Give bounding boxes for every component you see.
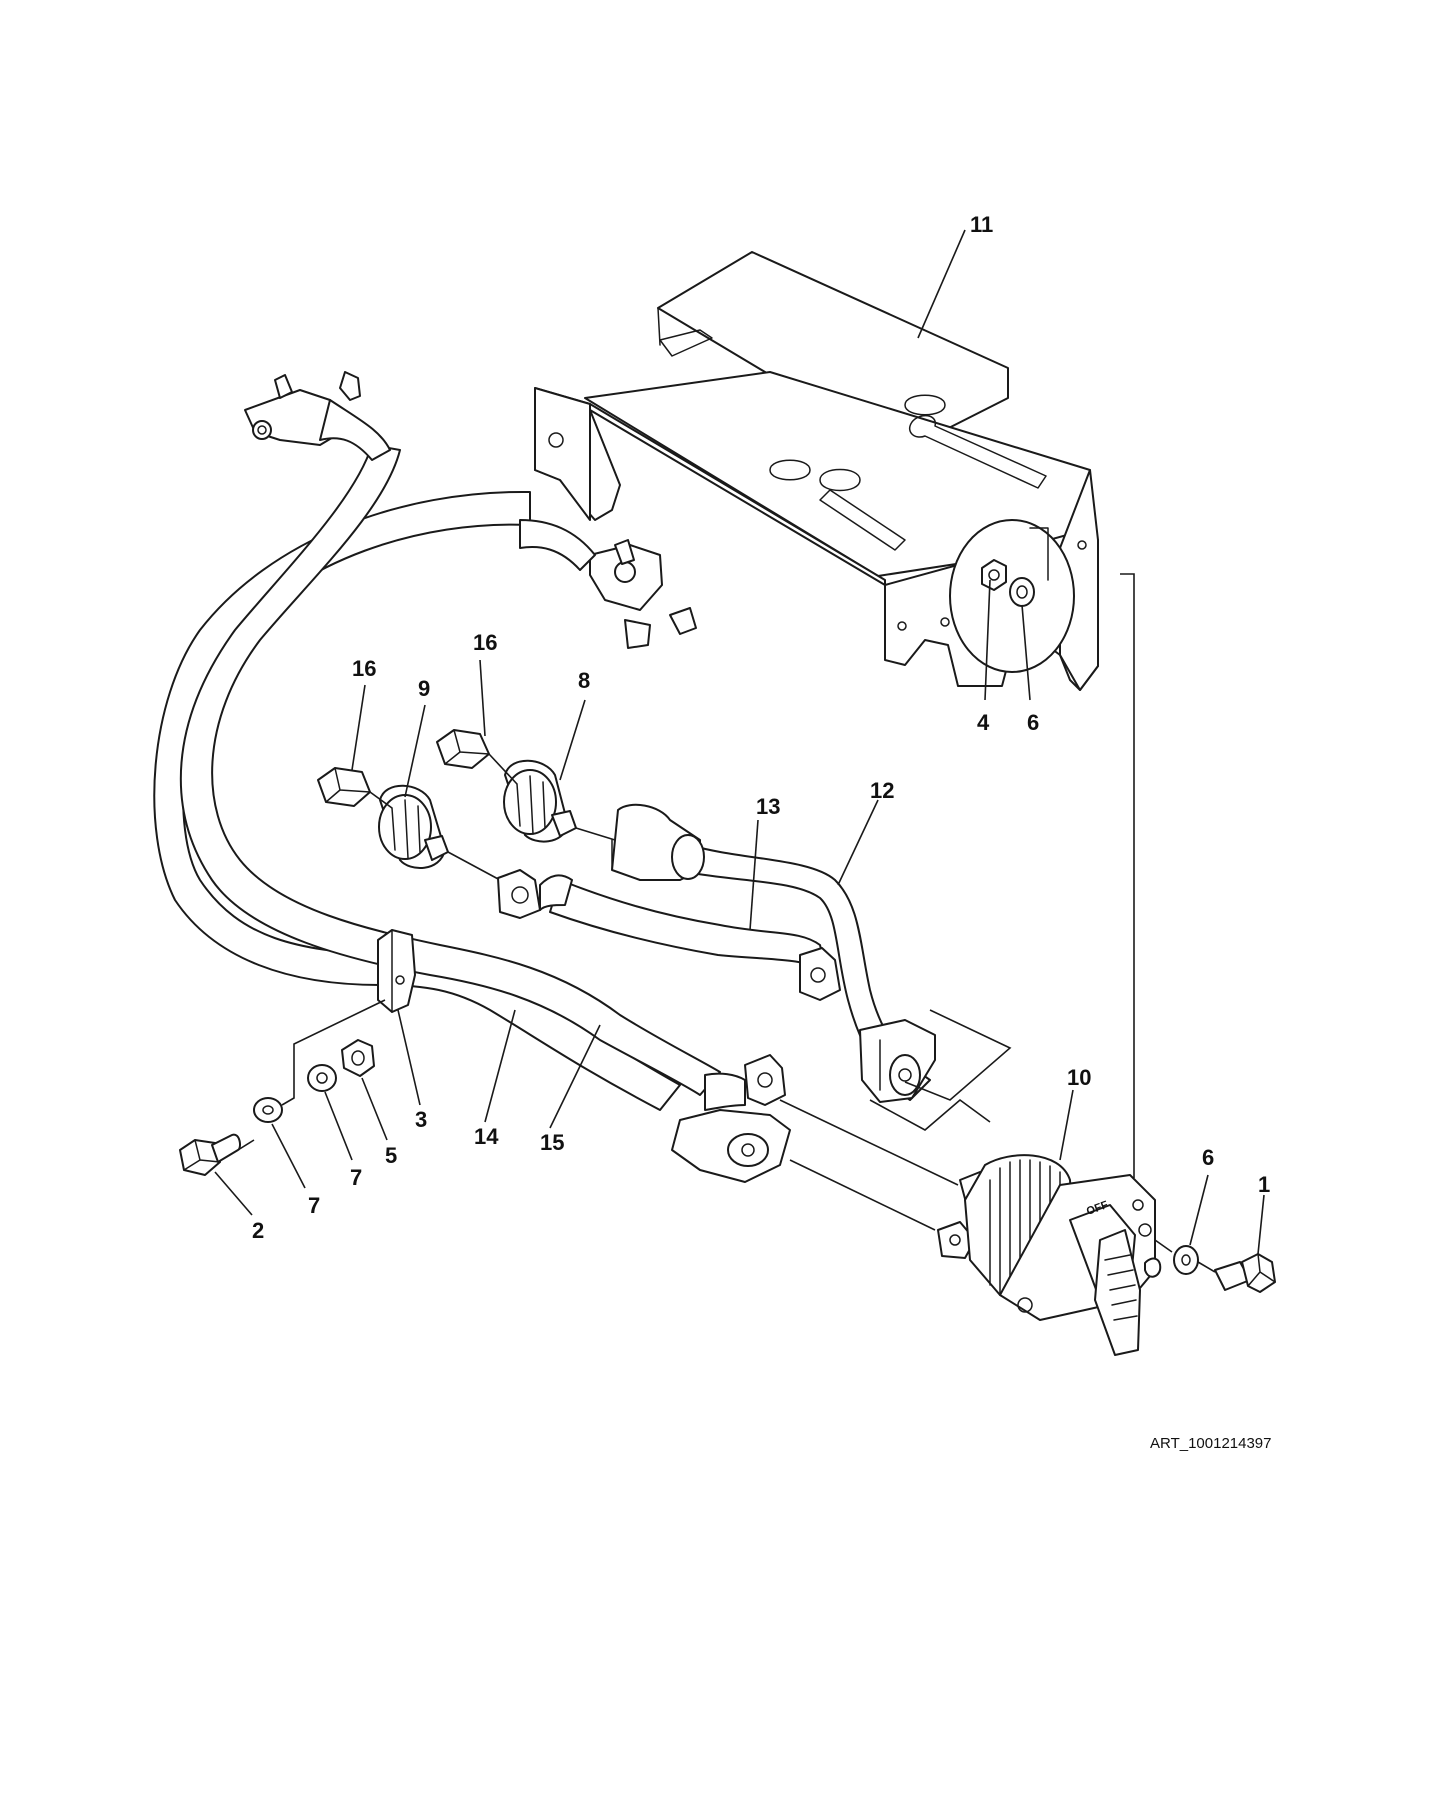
nut-on-bracket	[981, 559, 1007, 591]
callout-6-right: 6	[1202, 1145, 1214, 1170]
bolt-right	[1214, 1253, 1276, 1293]
washer-7b	[307, 1064, 337, 1092]
insulator-9	[378, 784, 449, 870]
callout-11: 11	[970, 212, 993, 237]
cable-lug-12-end	[799, 947, 841, 1001]
battery-terminal-clamp-left	[244, 371, 391, 461]
callout-15: 15	[540, 1130, 564, 1155]
callout-6-bracket: 6	[1027, 710, 1039, 735]
callout-12: 12	[870, 778, 894, 803]
stud-nut-left	[317, 767, 371, 807]
cable-boot-15-end	[671, 1109, 791, 1183]
callout-4: 4	[977, 710, 990, 735]
callout-3: 3	[415, 1107, 427, 1132]
callout-13: 13	[756, 794, 780, 819]
art-id-label: ART_1001214397	[1150, 1435, 1272, 1452]
callout-2: 2	[252, 1218, 264, 1243]
mounting-bracket	[534, 251, 1099, 691]
stud-nut-right	[436, 729, 490, 769]
cable-lug-14-end	[704, 1054, 786, 1111]
battery-disconnect-switch: OFF	[937, 1154, 1162, 1356]
callout-16-left: 16	[352, 656, 376, 681]
callout-14: 14	[474, 1124, 499, 1149]
callout-leaders	[214, 229, 1265, 1255]
insulator-8	[503, 759, 577, 843]
callout-1: 1	[1258, 1172, 1270, 1197]
callout-5: 5	[385, 1143, 397, 1168]
callout-16-right: 16	[473, 630, 497, 655]
callout-9: 9	[418, 676, 430, 701]
washer-7a	[253, 1097, 283, 1123]
callout-8: 8	[578, 668, 590, 693]
callout-7-right: 7	[350, 1165, 362, 1190]
cable-clamp	[377, 929, 416, 1013]
cable-boot-12	[611, 803, 705, 881]
cable-lug-13	[497, 869, 573, 919]
washer-6-right	[1173, 1245, 1199, 1275]
bolt-left	[179, 1133, 241, 1176]
callout-labels: 11 4 6 16 16 8 9 12 13 10 3 14 15 6 1 2 …	[252, 212, 1270, 1243]
callout-7-left: 7	[308, 1193, 320, 1218]
callout-10: 10	[1067, 1065, 1091, 1090]
battery-terminal-clamp-center	[519, 519, 697, 649]
washer-on-bracket	[1009, 577, 1035, 607]
nut-5	[341, 1039, 375, 1077]
